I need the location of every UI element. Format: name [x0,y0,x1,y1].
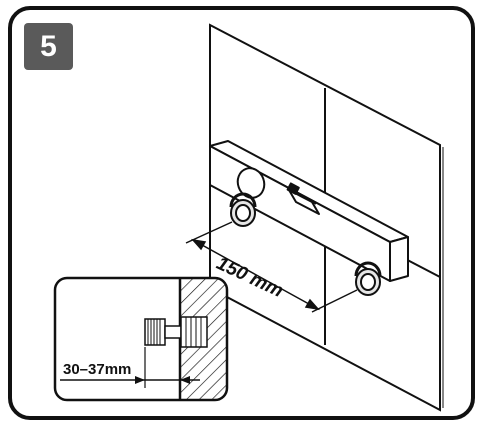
projection-label: 30–37mm [63,361,132,378]
spacing-dimension [185,221,358,313]
section-detail-icon [53,276,229,402]
wall-fitting-left-icon [229,192,257,227]
step-number-badge: 5 [24,23,73,70]
spirit-level-icon [209,140,409,282]
wall-fitting-right-icon [354,261,382,296]
